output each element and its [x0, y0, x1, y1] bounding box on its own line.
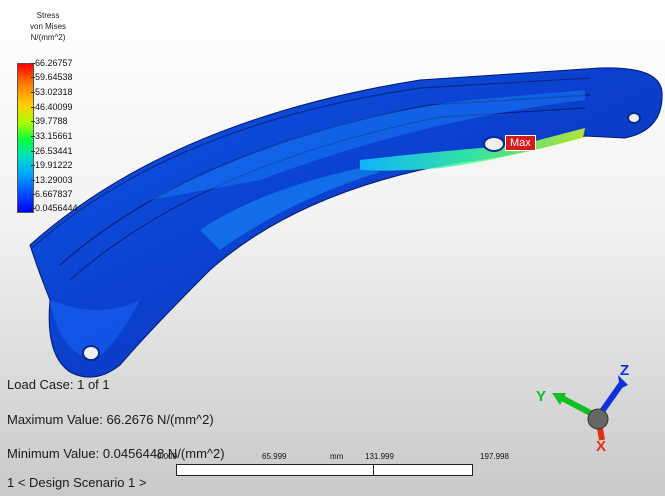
scale-tick-label: 131.999 [365, 452, 394, 461]
legend-tick-label: 19.91222 [31, 160, 73, 170]
view-triad[interactable]: Y Z X [530, 355, 640, 455]
bolt-hole-right [627, 112, 641, 124]
legend-tick-label: 0.0456444 [31, 203, 78, 213]
scale-tick-label: 0.000 [157, 452, 178, 461]
legend-tick-label: 66.26757 [31, 58, 73, 68]
scale-tick-label: 65.999 [262, 452, 287, 461]
scale-bar [176, 464, 473, 476]
triad-origin [587, 408, 609, 430]
bracket-inner-edge-2 [69, 107, 586, 281]
triad-z-label: Z [620, 362, 629, 379]
scale-unit-label: mm [330, 452, 344, 461]
triad-x-label: X [596, 438, 606, 455]
legend-tick-label: 46.40099 [31, 102, 73, 112]
legend-tick-label: 53.02318 [31, 87, 73, 97]
stress-zone-mid [200, 168, 380, 250]
max-stress-marker[interactable]: Max [505, 135, 536, 151]
bolt-hole-left [82, 345, 100, 361]
legend-title: Stress von Mises N/(mm^2) [30, 10, 66, 43]
legend-title-line: Stress [36, 11, 60, 20]
scale-tick-label: 197.998 [480, 452, 509, 461]
legend-tick-label: 6.667837 [31, 189, 73, 199]
legend-tick-label: 13.29003 [31, 175, 73, 185]
bracket-part [29, 67, 663, 378]
bracket-inner-edge [59, 94, 591, 266]
legend-tick-label: 39.7788 [31, 116, 68, 126]
bracket-flange [31, 77, 591, 249]
scale-segment [373, 465, 471, 475]
triad-y-label: Y [536, 388, 546, 405]
stress-zone-upper [150, 90, 585, 200]
legend-title-line: von Mises [30, 22, 67, 31]
triad-z-arrow [618, 375, 628, 389]
design-scenario-selector[interactable]: 1 < Design Scenario 1 > [7, 475, 147, 490]
legend-colorbar [17, 63, 34, 213]
legend-tick-label: 26.53441 [31, 146, 73, 156]
load-case-label: Load Case: 1 of 1 [7, 377, 110, 392]
legend-tick-label: 33.15661 [31, 131, 73, 141]
scale-segment [275, 465, 374, 475]
stress-zone-leg [50, 300, 140, 360]
triad-y-arrow [552, 393, 566, 405]
minimum-value-label: Minimum Value: 0.0456448 N/(mm^2) [7, 446, 225, 461]
maximum-value-label: Maximum Value: 66.2676 N/(mm^2) [7, 412, 214, 427]
legend-tick-label: 59.64538 [31, 72, 73, 82]
legend-title-line: N/(mm^2) [30, 33, 66, 42]
stress-zone-lower [360, 128, 585, 171]
scale-segment [177, 465, 276, 475]
bolt-hole-center [483, 136, 505, 152]
